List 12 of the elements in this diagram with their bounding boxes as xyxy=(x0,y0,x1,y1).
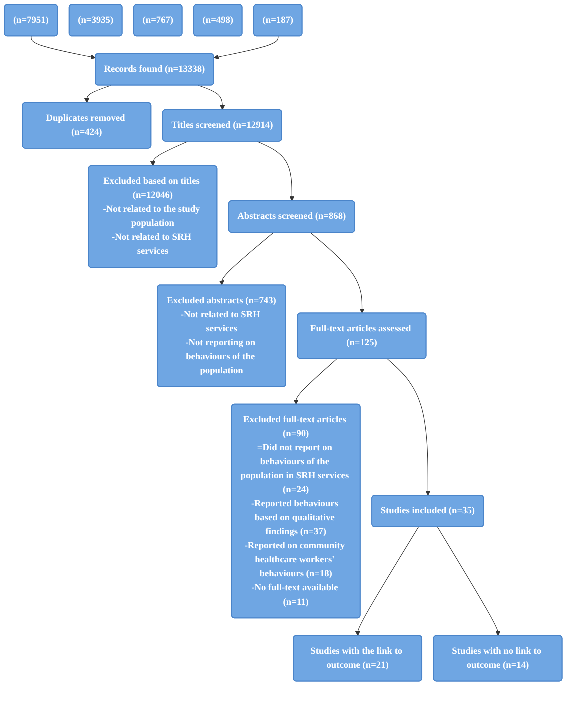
arrow xyxy=(294,358,338,405)
arrow xyxy=(355,527,419,636)
arrow xyxy=(437,527,501,636)
arrow xyxy=(31,36,96,60)
arrow xyxy=(219,232,274,286)
arrow xyxy=(84,85,112,104)
arrow xyxy=(214,36,279,60)
arrow xyxy=(310,232,365,314)
arrow xyxy=(257,141,295,202)
arrow xyxy=(150,141,188,166)
arrow xyxy=(198,85,226,110)
arrow xyxy=(387,358,431,496)
